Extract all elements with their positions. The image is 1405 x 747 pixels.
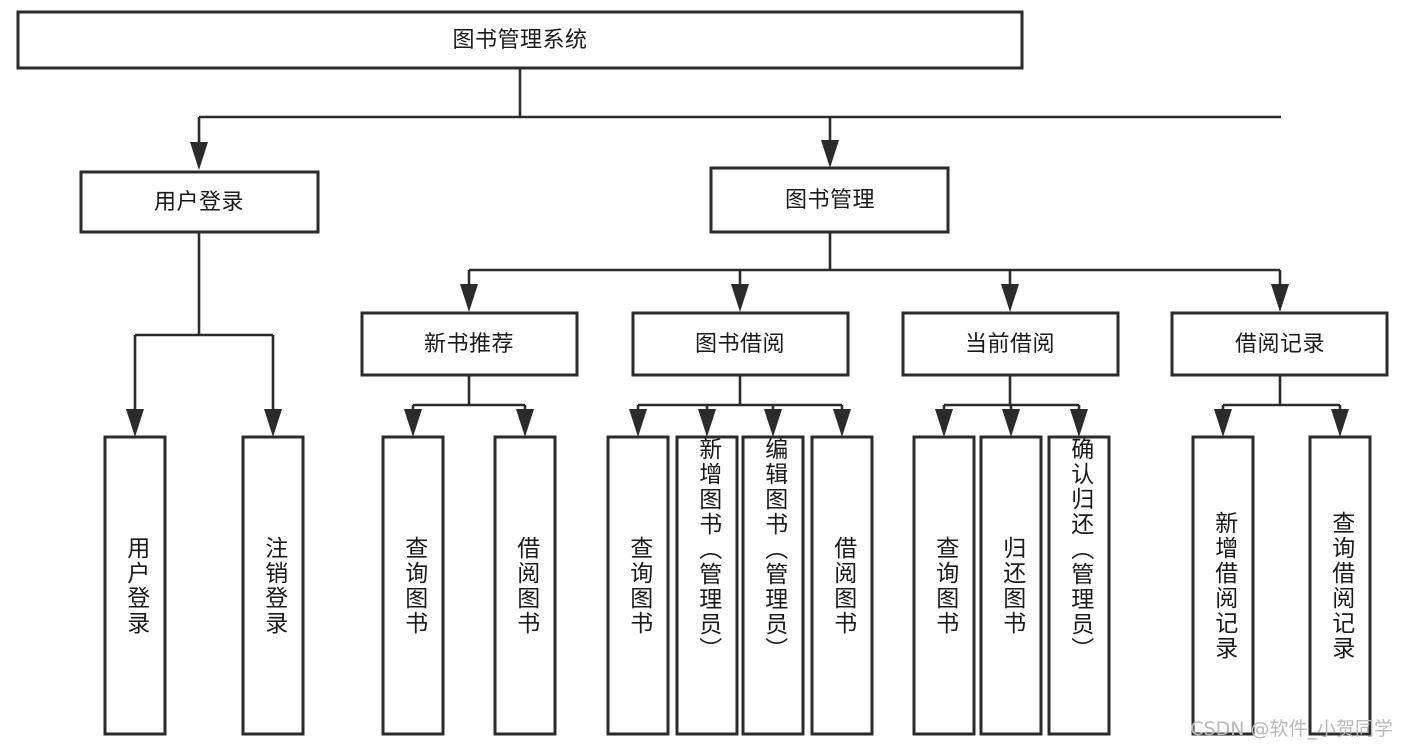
node-root-label: 图书管理系统	[452, 28, 587, 53]
leaf-borrow-query-books[interactable]	[606, 435, 670, 736]
connector-current-to-leaves	[935, 375, 1088, 437]
connector-root-to-level1	[190, 68, 1281, 170]
node-books-management-label: 图书管理	[785, 188, 875, 213]
node-current-borrow[interactable]	[901, 311, 1120, 377]
node-books-management[interactable]	[709, 166, 950, 234]
leaf-current-query-books[interactable]	[912, 435, 976, 736]
connector-newbook-to-leaves	[404, 375, 534, 437]
node-current-borrow-label: 当前借阅	[965, 332, 1055, 357]
leaf-user-login[interactable]	[103, 435, 167, 736]
leaf-newbook-borrow-books[interactable]	[493, 435, 557, 736]
leaf-current-return-books[interactable]	[979, 435, 1043, 736]
leaf-borrow-add-book-admin[interactable]	[675, 435, 739, 736]
connector-booksmgmt-to-level2	[460, 232, 1289, 312]
node-book-borrow[interactable]	[631, 311, 850, 377]
leaf-record-add-record[interactable]	[1191, 435, 1255, 736]
node-root[interactable]	[16, 10, 1024, 70]
leaf-newbook-query-books[interactable]	[381, 435, 445, 736]
leaf-record-query-record[interactable]	[1308, 435, 1372, 736]
node-new-book-recommend-label: 新书推荐	[424, 332, 514, 357]
leaf-borrow-borrow-books[interactable]	[810, 435, 874, 736]
connector-userlogin-to-leaves	[126, 232, 282, 437]
connector-borrow-to-leaves	[629, 375, 851, 437]
leaf-logout-login[interactable]	[241, 435, 305, 736]
node-borrow-record-label: 借阅记录	[1235, 332, 1325, 357]
node-user-login[interactable]	[79, 170, 320, 234]
node-user-login-label: 用户登录	[154, 190, 244, 215]
node-new-book-recommend[interactable]	[360, 311, 579, 377]
leaf-current-confirm-return-admin[interactable]	[1047, 435, 1111, 736]
connector-record-to-leaves	[1214, 375, 1349, 437]
node-borrow-record[interactable]	[1170, 311, 1389, 377]
leaf-borrow-edit-book-admin[interactable]	[741, 435, 805, 736]
node-book-borrow-label: 图书借阅	[695, 332, 785, 357]
